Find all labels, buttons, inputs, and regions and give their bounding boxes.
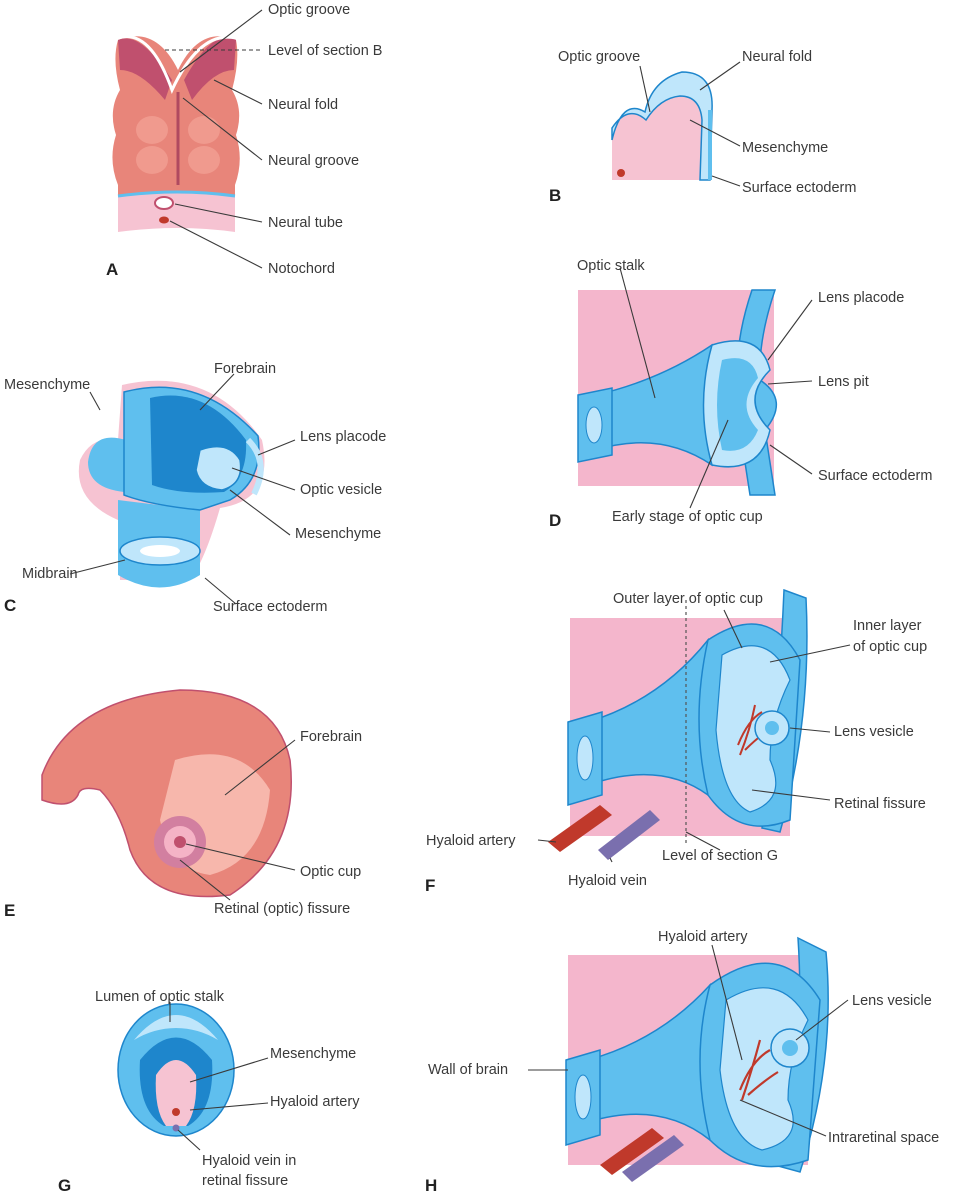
panel-a-letter: A bbox=[106, 260, 118, 279]
panel-h-label-intraretinal-space: Intraretinal space bbox=[828, 1130, 939, 1146]
panel-h-hyaloid-artery-shape bbox=[600, 1128, 664, 1175]
panel-d-stalk-lumen bbox=[585, 406, 603, 444]
panel-h-optic-cup-inner bbox=[719, 987, 809, 1151]
panel-d-label-surface-ectoderm: Surface ectoderm bbox=[818, 468, 932, 484]
panel-c-label-lens-placode: Lens placode bbox=[300, 429, 386, 445]
panel-c-label-forebrain: Forebrain bbox=[214, 361, 276, 377]
panel-a-label-neural-tube: Neural tube bbox=[268, 215, 343, 231]
panel-a-left-neural-fold bbox=[118, 38, 172, 100]
panel-h-label-wall-of-brain: Wall of brain bbox=[428, 1062, 508, 1078]
panel-a-label-optic-groove: Optic groove bbox=[268, 2, 350, 18]
panel-e-label-retinal-fissure: Retinal (optic) fissure bbox=[214, 901, 350, 917]
panel-g-label-lumen: Lumen of optic stalk bbox=[95, 989, 225, 1005]
panel-b-neuroectoderm bbox=[611, 71, 713, 181]
panel-a-somite bbox=[136, 146, 168, 174]
panel-f-label-inner-layer-2: of optic cup bbox=[853, 639, 927, 655]
panel-f-hyaloid-artery-shape bbox=[548, 805, 612, 852]
panel-f-label-hyaloid-artery: Hyaloid artery bbox=[426, 833, 516, 849]
panel-f-letter: F bbox=[425, 876, 435, 895]
panel-b-label-neural-fold: Neural fold bbox=[742, 49, 812, 65]
panel-g-mesenchyme-core bbox=[155, 1060, 197, 1126]
panel-h-lens-vesicle-lumen bbox=[782, 1040, 798, 1056]
panel-c-label-mesenchyme-left: Mesenchyme bbox=[4, 377, 90, 393]
panel-d-cup-inner bbox=[717, 358, 758, 451]
panel-f-label-inner-layer-1: Inner layer bbox=[853, 618, 922, 634]
panel-e-letter: E bbox=[4, 901, 15, 920]
panel-g: Lumen of optic stalk Mesenchyme Hyaloid … bbox=[58, 989, 360, 1195]
panel-f-label-hyaloid-vein: Hyaloid vein bbox=[568, 873, 647, 889]
panel-g-hyaloid-artery-dot bbox=[172, 1108, 180, 1116]
panel-b-label-optic-groove: Optic groove bbox=[558, 49, 640, 65]
panel-b-mesenchyme bbox=[612, 96, 702, 180]
panel-e-label-forebrain: Forebrain bbox=[300, 729, 362, 745]
panel-a-ectoderm-band bbox=[117, 190, 236, 198]
panel-h-stalk-lumen bbox=[574, 1074, 592, 1120]
panel-a-label-neural-fold: Neural fold bbox=[268, 97, 338, 113]
panel-a-right-neural-fold bbox=[184, 37, 236, 100]
panel-d-label-optic-stalk: Optic stalk bbox=[577, 258, 645, 274]
panel-d-label-lens-pit: Lens pit bbox=[818, 374, 869, 390]
panel-f-label-outer-layer: Outer layer of optic cup bbox=[613, 591, 763, 607]
panel-c-label-midbrain: Midbrain bbox=[22, 566, 78, 582]
panel-d-label-early-optic-cup: Early stage of optic cup bbox=[612, 509, 763, 525]
panel-e-optic-cup-center bbox=[174, 836, 186, 848]
panel-g-label-hyaloid-vein-2: retinal fissure bbox=[202, 1173, 288, 1189]
panel-g-label-hyaloid-vein-1: Hyaloid vein in bbox=[202, 1153, 296, 1169]
panel-c-lens-placode-shape bbox=[245, 437, 264, 496]
panel-g-lumen-shape bbox=[134, 1015, 218, 1040]
panel-b-notochord-dot bbox=[617, 169, 625, 177]
panel-a-groove-outline bbox=[117, 35, 237, 94]
panel-f-hyaloid-vein-shape bbox=[598, 810, 660, 860]
panel-d: Optic stalk Lens placode Lens pit Surfac… bbox=[549, 258, 932, 530]
panel-a-notochord-shape bbox=[159, 216, 169, 224]
panel-f-label-lens-vesicle: Lens vesicle bbox=[834, 724, 914, 740]
panel-h-label-hyaloid-artery: Hyaloid artery bbox=[658, 929, 748, 945]
panel-f-label-retinal-fissure: Retinal fissure bbox=[834, 796, 926, 812]
panel-g-label-mesenchyme: Mesenchyme bbox=[270, 1046, 356, 1062]
panel-a-label-notochord: Notochord bbox=[268, 261, 335, 277]
panel-h-hyaloid-vein-shape bbox=[622, 1135, 684, 1182]
panel-h: Hyaloid artery Lens vesicle Wall of brai… bbox=[425, 929, 939, 1195]
panel-a-label-neural-groove: Neural groove bbox=[268, 153, 359, 169]
panel-f-stalk-lumen bbox=[576, 735, 594, 781]
panel-h-vessels-branch bbox=[738, 1039, 779, 1101]
panel-c-letter: C bbox=[4, 596, 16, 615]
panel-b-label-mesenchyme: Mesenchyme bbox=[742, 140, 828, 156]
panel-g-label-hyaloid-artery: Hyaloid artery bbox=[270, 1094, 360, 1110]
panel-e: Forebrain Optic cup Retinal (optic) fiss… bbox=[4, 689, 362, 920]
panel-a-neural-tube-shape bbox=[154, 196, 174, 210]
panel-d-label-lens-placode: Lens placode bbox=[818, 290, 904, 306]
panel-a-label-level-section-b: Level of section B bbox=[268, 43, 382, 59]
panel-b-letter: B bbox=[549, 186, 561, 205]
panel-f: Outer layer of optic cup Inner layer of … bbox=[425, 588, 927, 895]
panel-c-label-mesenchyme-right: Mesenchyme bbox=[295, 526, 381, 542]
panel-a: Optic groove Level of section B Neural f… bbox=[106, 2, 382, 279]
panel-b-label-surface-ectoderm: Surface ectoderm bbox=[742, 180, 856, 196]
panel-a-somite bbox=[188, 116, 220, 144]
panel-b: Optic groove Neural fold Mesenchyme Surf… bbox=[549, 49, 856, 205]
panel-f-optic-cup-inner bbox=[715, 645, 791, 813]
panel-c-left-bulge bbox=[88, 437, 126, 492]
panel-a-somite bbox=[136, 116, 168, 144]
panel-c-label-surface-ectoderm: Surface ectoderm bbox=[213, 599, 327, 615]
panel-c: Mesenchyme Forebrain Lens placode Optic … bbox=[4, 361, 386, 615]
panel-c-midbrain-lumen bbox=[140, 545, 180, 557]
panel-e-label-optic-cup: Optic cup bbox=[300, 864, 361, 880]
panel-c-optic-vesicle bbox=[195, 445, 242, 491]
panel-h-letter: H bbox=[425, 1176, 437, 1195]
panel-f-lens-vesicle-lumen bbox=[765, 721, 779, 735]
panel-c-label-optic-vesicle: Optic vesicle bbox=[300, 482, 382, 498]
panel-d-letter: D bbox=[549, 511, 561, 530]
panel-a-somite bbox=[188, 146, 220, 174]
panel-h-label-lens-vesicle: Lens vesicle bbox=[852, 993, 932, 1009]
panel-g-letter: G bbox=[58, 1176, 71, 1195]
panel-g-hyaloid-vein-dot bbox=[172, 1124, 180, 1132]
panel-f-label-level-section-g: Level of section G bbox=[662, 848, 778, 864]
panel-a-section-plate bbox=[118, 192, 235, 232]
